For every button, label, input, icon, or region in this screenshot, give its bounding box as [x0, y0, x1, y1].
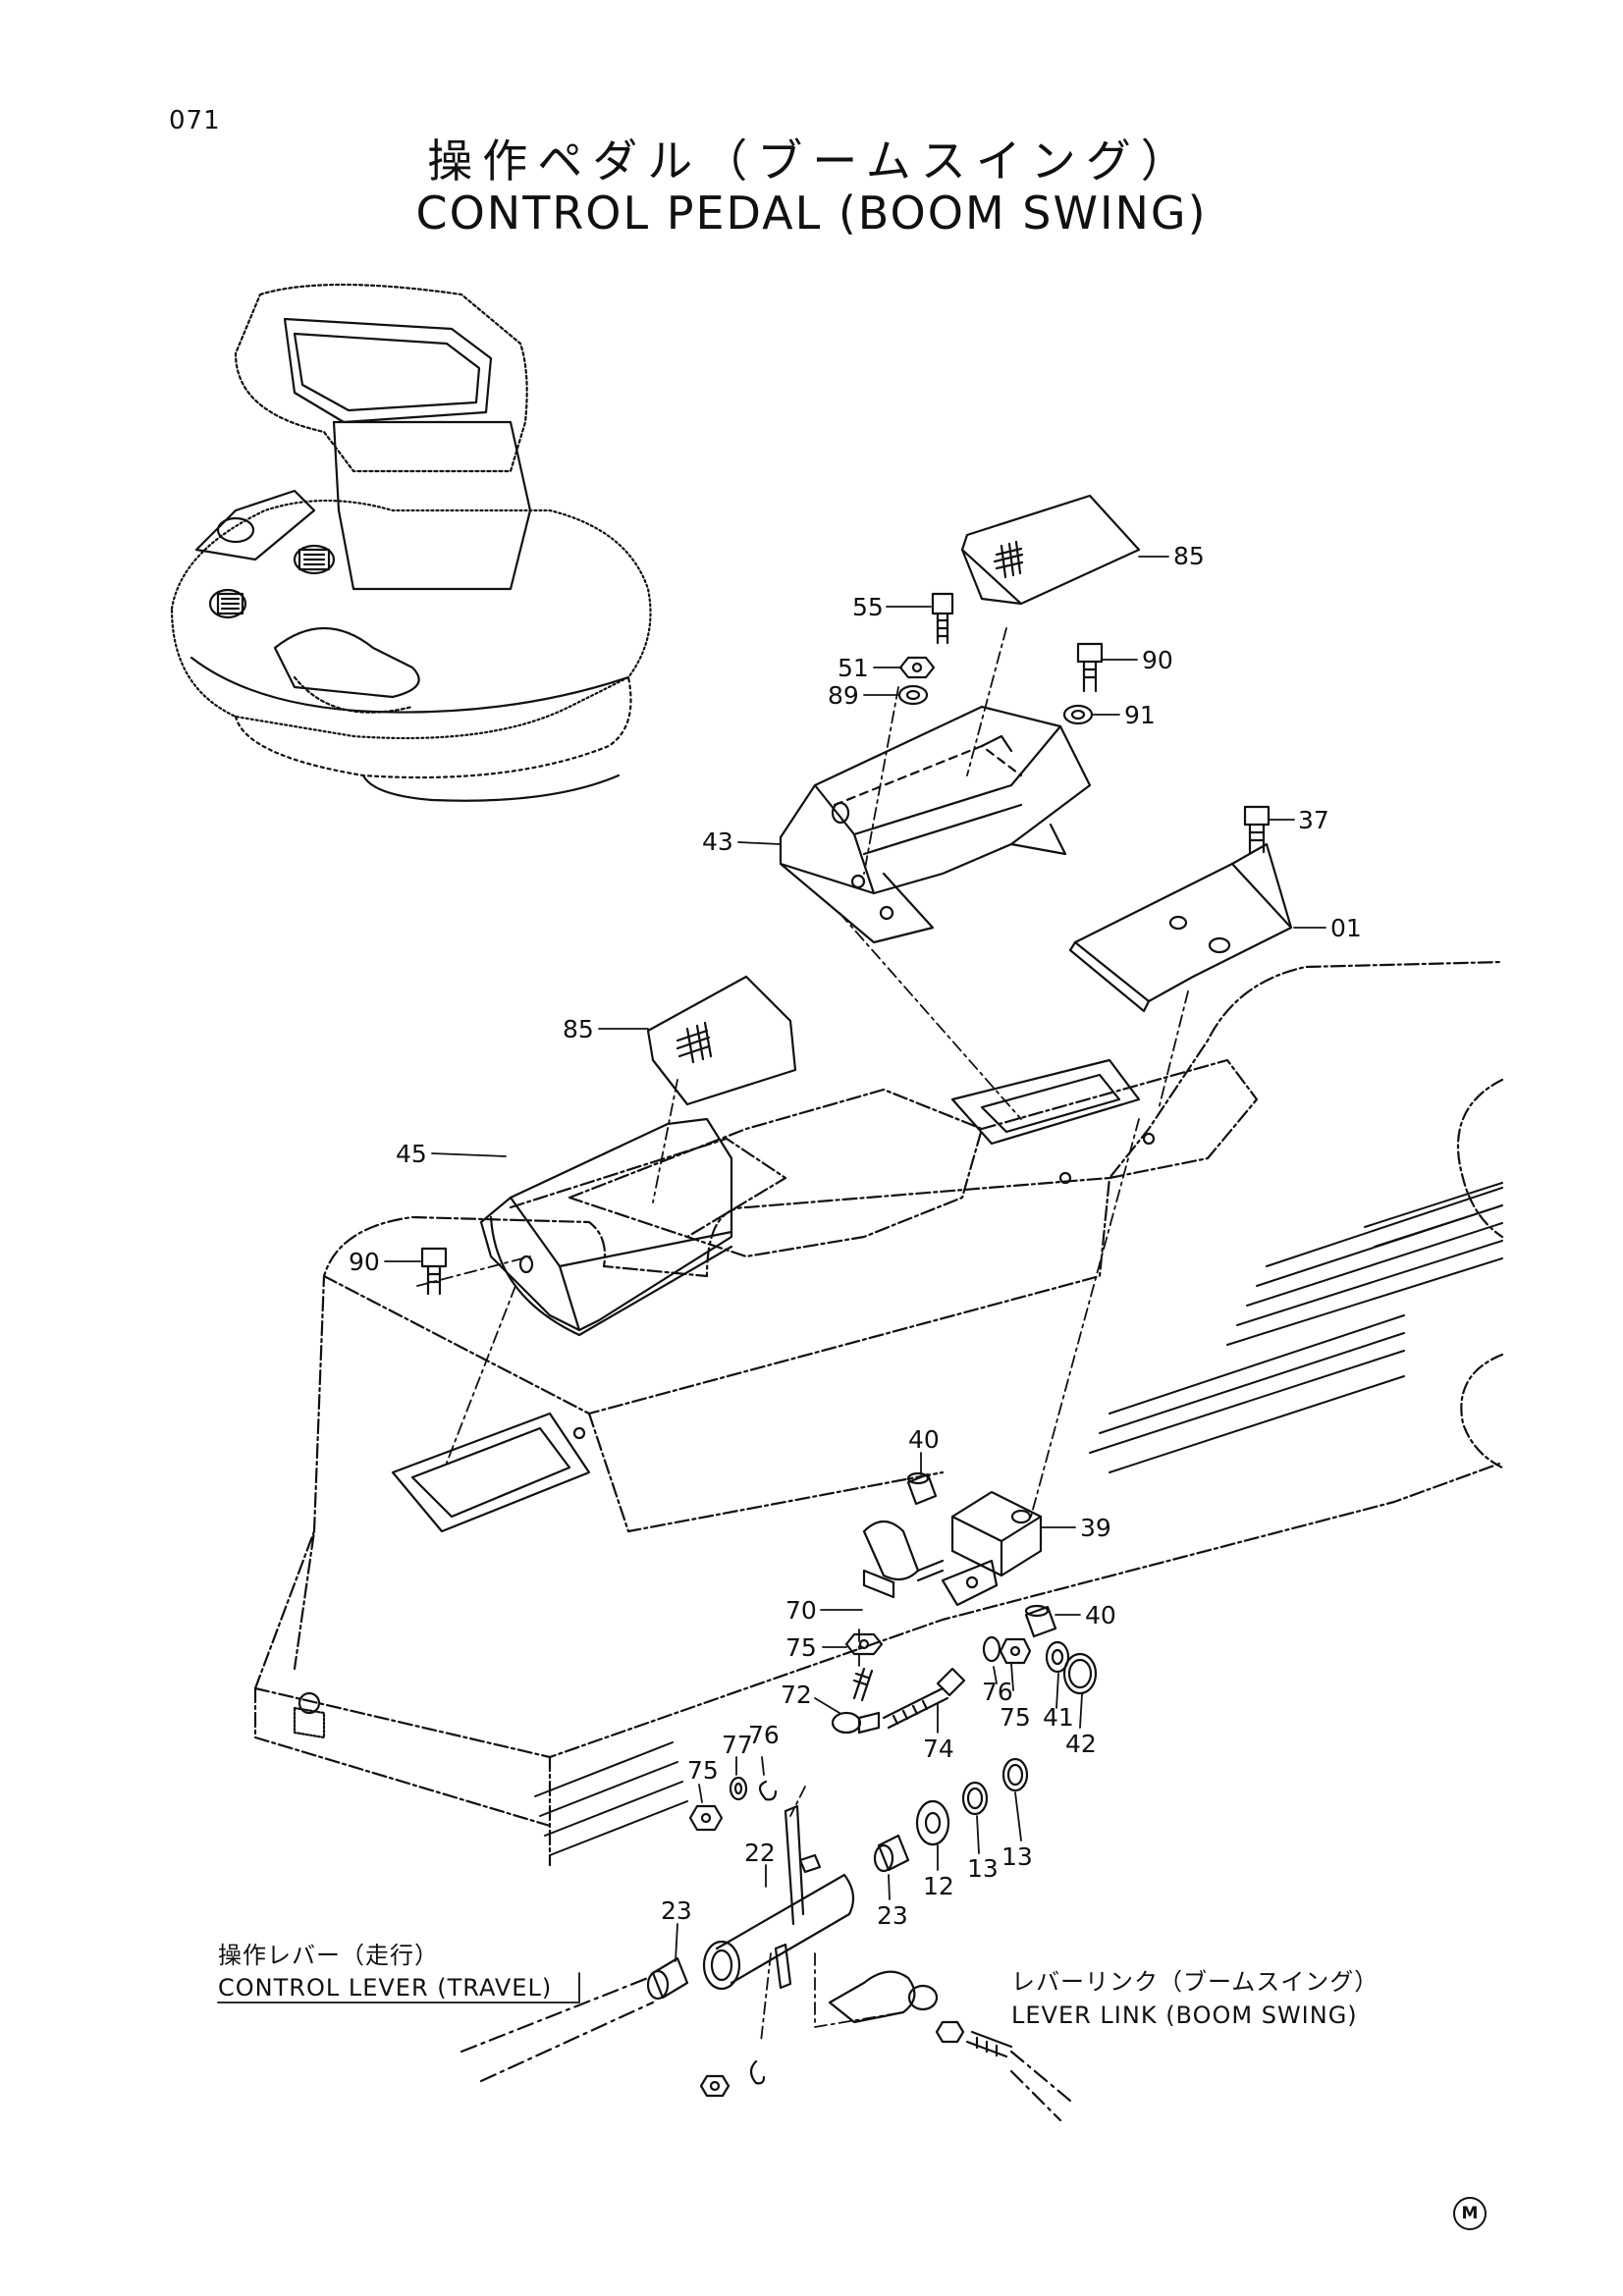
- callout-55: 55: [852, 593, 884, 621]
- vent-grille-left: [534, 1741, 688, 1856]
- diagram-title-jp: 操作ペダル（ブームスイング）: [427, 134, 1196, 187]
- callout-40-lower: 40: [1085, 1601, 1116, 1629]
- console-base-outline: [253, 960, 1504, 1867]
- callout-51: 51: [838, 654, 869, 682]
- callout-37: 37: [1298, 806, 1329, 834]
- callout-42: 42: [1065, 1730, 1097, 1758]
- nut-75-a: [844, 1632, 884, 1656]
- callout-leaders: [384, 556, 1326, 1962]
- callout-40-upper: 40: [908, 1425, 940, 1454]
- console-panels: [293, 1058, 1504, 1739]
- vent-grille-right: [1089, 1182, 1503, 1473]
- callout-22: 22: [744, 1839, 776, 1867]
- caption-lever-link-jp: レバーリンク（ブームスイング）: [1011, 1968, 1379, 1996]
- cab-overview-illustration: [170, 283, 652, 802]
- corner-m-mark: M: [1453, 2197, 1487, 2230]
- callout-75-right: 75: [1000, 1703, 1031, 1732]
- callout-76-right: 76: [982, 1678, 1013, 1706]
- lever-link-end: [699, 1970, 1013, 2098]
- callout-45: 45: [396, 1140, 427, 1168]
- rod-end-72: [831, 1667, 881, 1735]
- callout-85-upper: 85: [1173, 542, 1205, 570]
- bushing-40-upper: [906, 1471, 938, 1506]
- washer-91: [1062, 704, 1094, 725]
- caption-left-leader: [217, 1972, 580, 2003]
- shaft-22: [702, 1804, 855, 1991]
- callout-43: 43: [702, 828, 733, 856]
- pedal-pad-85-lower: [646, 975, 797, 1106]
- callout-39: 39: [1080, 1514, 1111, 1542]
- callout-23-right: 23: [877, 1901, 908, 1930]
- caption-control-lever-en: CONTROL LEVER (TRAVEL): [218, 1974, 552, 2002]
- bolt-90-upper: [1076, 642, 1104, 693]
- bolt-74: [882, 1667, 966, 1730]
- washers-76-75: [982, 1635, 1098, 1695]
- travel-lever-rod: [460, 1976, 1072, 2122]
- callout-76-left: 76: [748, 1721, 780, 1749]
- pedal-45: [479, 1117, 733, 1337]
- assembly-center-lines: [416, 627, 1189, 2043]
- callout-89: 89: [828, 681, 859, 710]
- callout-13-left: 13: [967, 1854, 999, 1883]
- washers-12-13: [915, 1757, 1029, 1846]
- plate-01: [1068, 842, 1293, 1013]
- callout-70: 70: [785, 1596, 817, 1625]
- callout-01: 01: [1330, 914, 1362, 942]
- callout-72: 72: [781, 1681, 812, 1709]
- callout-13-right: 13: [1001, 1842, 1033, 1871]
- bushings-23: [646, 1834, 910, 2001]
- callout-90-upper: 90: [1142, 646, 1173, 674]
- callout-numbers: 85 55 51 89 90 91 43 37 01 85 45 90 40 3…: [349, 542, 1362, 1930]
- callout-75-a: 75: [785, 1633, 817, 1662]
- caption-lever-link-en: LEVER LINK (BOOM SWING): [1011, 2002, 1358, 2029]
- callout-85-lower: 85: [563, 1015, 594, 1043]
- washer-89: [897, 684, 929, 706]
- small-parts-75-77-76: [688, 1776, 778, 1832]
- bolt-55: [931, 592, 954, 645]
- bolt-90-lower: [420, 1247, 448, 1296]
- diagram-title-en: CONTROL PEDAL (BOOM SWING): [415, 187, 1208, 240]
- captions: 操作レバー（走行） CONTROL LEVER (TRAVEL) レバーリンク（…: [218, 1942, 1379, 2029]
- pedal-bracket-43: [779, 705, 1092, 944]
- callout-77: 77: [722, 1731, 753, 1759]
- callout-12: 12: [923, 1872, 954, 1900]
- block-39: [941, 1490, 1043, 1607]
- bushing-40-lower: [1024, 1604, 1057, 1638]
- callout-23-left: 23: [661, 1896, 692, 1925]
- callout-90-lower: 90: [349, 1248, 380, 1276]
- callout-41: 41: [1043, 1703, 1074, 1732]
- callout-91: 91: [1124, 701, 1156, 729]
- nut-51: [898, 656, 936, 679]
- callout-74: 74: [923, 1735, 954, 1763]
- callout-75-left: 75: [687, 1756, 719, 1785]
- page-number: 071: [169, 106, 221, 135]
- pedal-pad-85-upper: [960, 494, 1141, 606]
- joint-70: [862, 1520, 945, 1599]
- caption-control-lever-jp: 操作レバー（走行）: [218, 1942, 439, 1969]
- bolt-37: [1243, 805, 1271, 854]
